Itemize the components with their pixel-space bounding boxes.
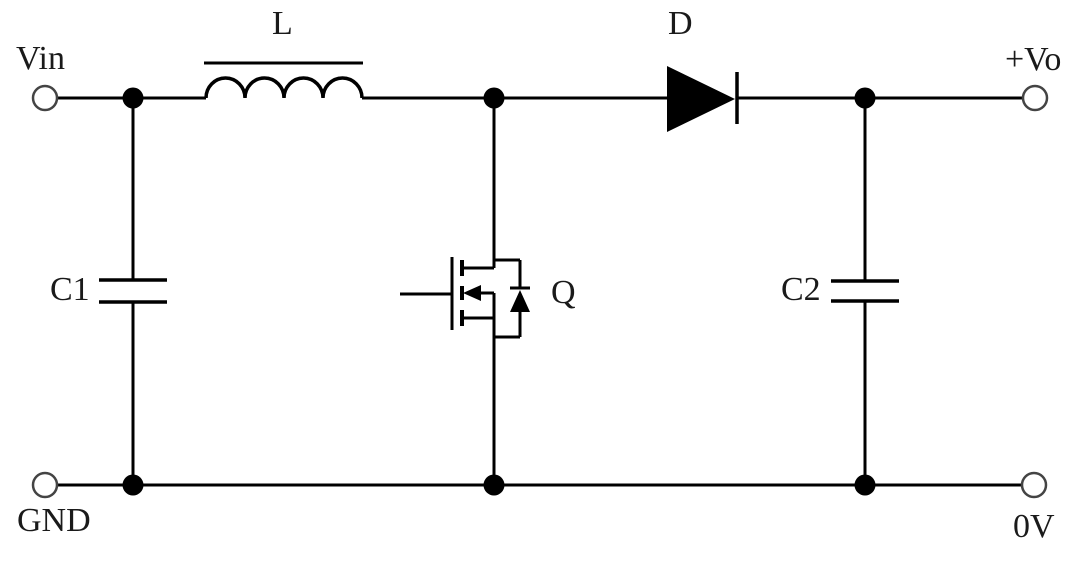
- capacitor-c1-symbol: [99, 98, 167, 485]
- junction-dot: [483, 474, 505, 496]
- label-q: Q: [551, 274, 576, 311]
- terminal-gnd: [31, 471, 59, 499]
- label-inductor: L: [272, 5, 293, 42]
- terminal-circles: [31, 84, 1049, 499]
- terminal-vin: [31, 84, 59, 112]
- junction-dots: [122, 87, 876, 496]
- mosfet-gate: [400, 257, 454, 330]
- terminal-vout: [1021, 84, 1049, 112]
- junction-dot: [483, 87, 505, 109]
- label-diode: D: [668, 5, 693, 42]
- label-vout: +Vo: [1005, 41, 1062, 78]
- inductor-symbol: [204, 61, 364, 99]
- capacitor-c2-symbol: [831, 98, 899, 485]
- junction-dot: [122, 474, 144, 496]
- terminal-0v: [1020, 471, 1048, 499]
- mosfet-body-diode: [494, 258, 530, 339]
- mosfet-symbol: [400, 98, 530, 485]
- mosfet-arrow: [463, 285, 481, 301]
- label-c2: C2: [781, 271, 821, 308]
- label-0v: 0V: [1013, 508, 1055, 545]
- label-c1: C1: [50, 271, 90, 308]
- diode-symbol: [667, 66, 739, 132]
- junction-dot: [122, 87, 144, 109]
- junction-dot: [854, 474, 876, 496]
- label-vin: Vin: [16, 40, 65, 77]
- label-gnd: GND: [17, 502, 91, 539]
- junction-dot: [854, 87, 876, 109]
